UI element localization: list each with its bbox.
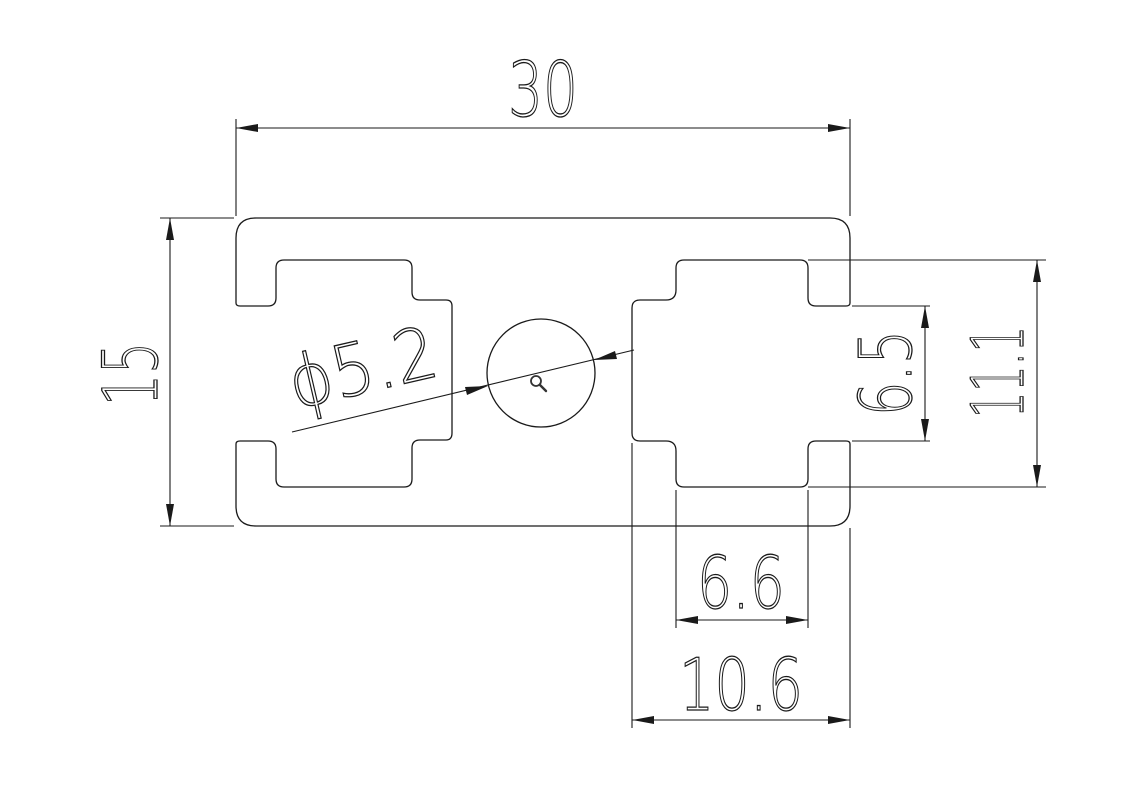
dim-text-6-6: 6.6 — [697, 541, 785, 625]
dimension-6-5 — [921, 306, 929, 441]
dim-text-15: 15 — [86, 342, 175, 406]
dim-text-diameter: ϕ5.2 — [280, 310, 445, 426]
center-hole — [486, 318, 596, 428]
profile-outline — [235, 217, 851, 527]
dim-text-30: 30 — [508, 45, 578, 134]
dimension-15 — [166, 218, 174, 526]
dimension-6-6 — [676, 616, 808, 624]
dim-text-11-1: 11.1 — [956, 326, 1040, 418]
dimension-10-6 — [632, 716, 850, 724]
magnifier-icon[interactable] — [530, 375, 548, 393]
dimension-diameter — [291, 349, 635, 433]
extension-lines — [160, 119, 1046, 728]
dim-text-10-6: 10.6 — [679, 643, 803, 727]
dimension-30 — [236, 124, 850, 132]
dim-text-6-5: 6.5 — [844, 330, 928, 416]
dimension-11-1 — [1033, 260, 1041, 487]
